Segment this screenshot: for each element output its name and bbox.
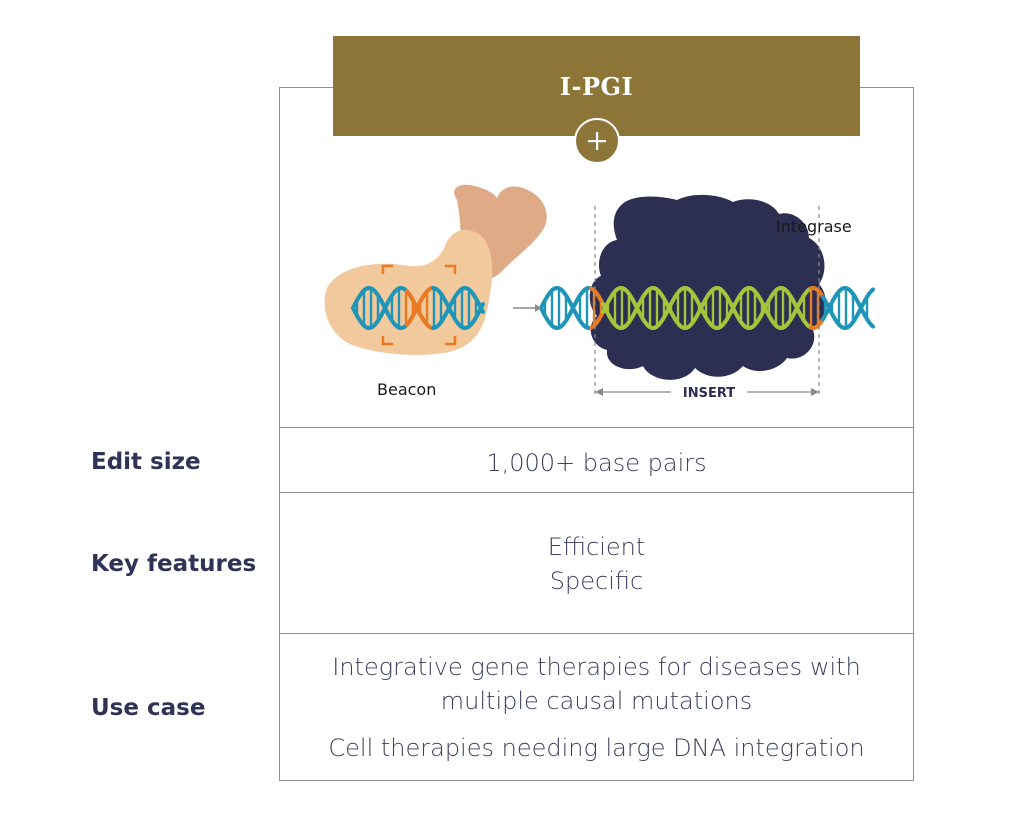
row-label-use-case: Use case <box>91 695 206 721</box>
divider <box>279 427 914 428</box>
insert-dimension <box>595 388 819 396</box>
divider <box>279 633 914 634</box>
dna-strand-segment <box>479 302 485 310</box>
dna-strand-segment <box>869 287 875 294</box>
integrase-label: Integrase <box>776 217 852 236</box>
divider <box>279 492 914 493</box>
arrow-icon <box>513 304 541 312</box>
use-case-line-3: Cell therapies needing large DNA integra… <box>328 734 865 762</box>
integrated-dna <box>539 286 875 330</box>
beacon-label: Beacon <box>377 380 436 399</box>
mechanism-illustration: Beacon Integrase INSERT <box>324 184 875 401</box>
use-case-line-2: multiple causal mutations <box>440 687 753 715</box>
dna-strand-segment <box>869 322 875 329</box>
plus-glyph <box>588 132 606 150</box>
use-case-line-1: Integrative gene therapies for diseases … <box>332 653 861 681</box>
edit-size-value: 1,000+ base pairs <box>486 449 707 477</box>
plus-icon <box>574 118 620 164</box>
feature-specific: Specific <box>549 567 644 595</box>
integrase-shape <box>589 194 827 380</box>
row-label-key-features: Key features <box>91 551 257 577</box>
row-label-edit-size: Edit size <box>91 449 201 475</box>
header-title: I-PGI <box>559 71 634 101</box>
feature-efficient: Efficient <box>547 533 646 561</box>
insert-label: INSERT <box>683 386 735 401</box>
dna-helices <box>351 286 875 330</box>
target-bracket <box>381 264 457 346</box>
beacon-dna <box>351 286 485 330</box>
